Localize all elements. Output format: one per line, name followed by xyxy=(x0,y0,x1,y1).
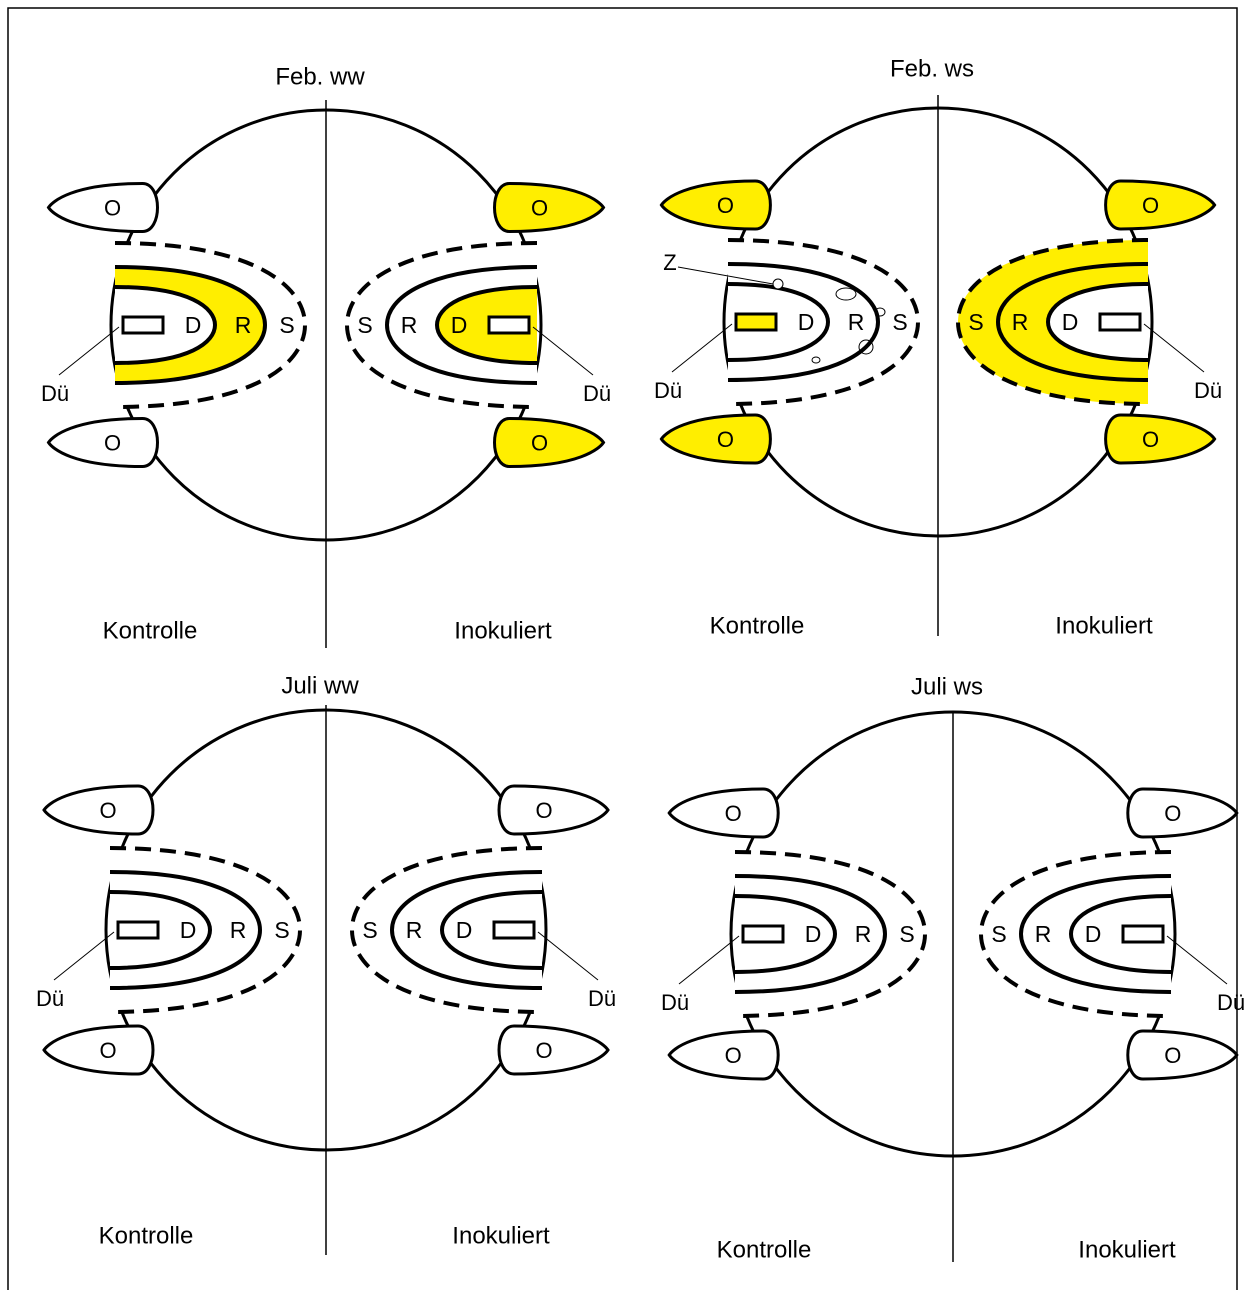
o-label-bottom: O xyxy=(535,1038,552,1063)
nozzle-du xyxy=(489,317,529,333)
o-label-bottom: O xyxy=(725,1043,742,1068)
du-label: Dü xyxy=(661,990,689,1015)
zone-label-r: R xyxy=(848,309,865,335)
zone-label-d: D xyxy=(1062,309,1079,335)
o-lobe-top xyxy=(499,786,608,834)
o-label-bottom: O xyxy=(717,427,734,452)
du-label: Dü xyxy=(41,381,69,406)
zone-label-d: D xyxy=(456,917,473,943)
zone-label-r: R xyxy=(235,312,252,338)
zone-label-r: R xyxy=(1035,921,1052,947)
zone-label-s: S xyxy=(899,921,914,947)
o-label-top: O xyxy=(1142,193,1159,218)
group-label-inoculated: Inokuliert xyxy=(452,1222,550,1249)
du-pointer xyxy=(538,932,598,980)
zone-label-d: D xyxy=(451,312,468,338)
o-label-bottom: O xyxy=(531,430,548,455)
o-lobe-bottom xyxy=(495,419,604,467)
zone-label-r: R xyxy=(855,921,872,947)
o-label-top: O xyxy=(535,798,552,823)
group-label-inoculated: Inokuliert xyxy=(1055,612,1153,639)
o-label-bottom: O xyxy=(99,1038,116,1063)
o-label-top: O xyxy=(1164,801,1181,826)
nozzle-du xyxy=(736,314,776,330)
o-label-top: O xyxy=(99,798,116,823)
o-lobe-bottom xyxy=(1128,1031,1237,1079)
group-label-inoculated: Inokuliert xyxy=(454,617,552,644)
du-label: Dü xyxy=(36,986,64,1011)
nozzle-du xyxy=(494,922,534,938)
o-label-top: O xyxy=(531,195,548,220)
du-pointer xyxy=(679,936,739,984)
panel-title: Juli ww xyxy=(281,672,359,699)
zone-label-s: S xyxy=(968,309,983,335)
du-label: Dü xyxy=(583,381,611,406)
zone-label-r: R xyxy=(406,917,423,943)
nozzle-du xyxy=(118,922,158,938)
zone-label-r: R xyxy=(401,312,418,338)
o-lobe-top xyxy=(495,184,604,232)
group-label-control: Kontrolle xyxy=(103,617,198,644)
du-pointer xyxy=(54,932,114,980)
du-pointer xyxy=(672,324,732,372)
zone-label-d: D xyxy=(1085,921,1102,947)
group-label-control: Kontrolle xyxy=(99,1222,194,1249)
o-label-top: O xyxy=(104,195,121,220)
du-label: Dü xyxy=(1194,378,1222,403)
du-pointer xyxy=(533,327,593,375)
zone-label-s: S xyxy=(991,921,1006,947)
o-lobe-top xyxy=(1106,181,1215,229)
zone-label-d: D xyxy=(805,921,822,947)
zone-label-s: S xyxy=(279,312,294,338)
du-pointer xyxy=(59,327,119,375)
du-label: Dü xyxy=(588,986,616,1011)
o-label-bottom: O xyxy=(104,430,121,455)
o-label-bottom: O xyxy=(1142,427,1159,452)
zone-label-s: S xyxy=(892,309,907,335)
nozzle-du xyxy=(743,926,783,942)
nozzle-du xyxy=(1100,314,1140,330)
zone-label-d: D xyxy=(185,312,202,338)
o-label-top: O xyxy=(717,193,734,218)
group-label-inoculated: Inokuliert xyxy=(1078,1236,1176,1263)
panel-3: DRSDüOODRSDüOOJuli wwKontrolleInokuliert xyxy=(36,672,616,1255)
zone-label-r: R xyxy=(1012,309,1029,335)
du-pointer xyxy=(1167,936,1227,984)
zone-label-d: D xyxy=(180,917,197,943)
z-label: Z xyxy=(663,250,676,275)
du-label: Dü xyxy=(1217,990,1245,1015)
panel-title: Feb. ws xyxy=(890,55,974,82)
zone-label-r: R xyxy=(230,917,247,943)
zone-label-s: S xyxy=(274,917,289,943)
o-label-bottom: O xyxy=(1164,1043,1181,1068)
nozzle-du xyxy=(123,317,163,333)
zone-label-s: S xyxy=(357,312,372,338)
panel-title: Feb. ww xyxy=(275,63,365,90)
o-lobe-bottom xyxy=(499,1026,608,1074)
o-label-top: O xyxy=(725,801,742,826)
group-label-control: Kontrolle xyxy=(717,1236,812,1263)
du-pointer xyxy=(1144,324,1204,372)
zone-label-s: S xyxy=(362,917,377,943)
nozzle-du xyxy=(1123,926,1163,942)
z-target xyxy=(773,279,783,289)
group-label-control: Kontrolle xyxy=(710,612,805,639)
du-label: Dü xyxy=(654,378,682,403)
o-lobe-bottom xyxy=(1106,415,1215,463)
o-lobe-top xyxy=(1128,789,1237,837)
zone-label-d: D xyxy=(798,309,815,335)
panel-title: Juli ws xyxy=(911,673,983,700)
